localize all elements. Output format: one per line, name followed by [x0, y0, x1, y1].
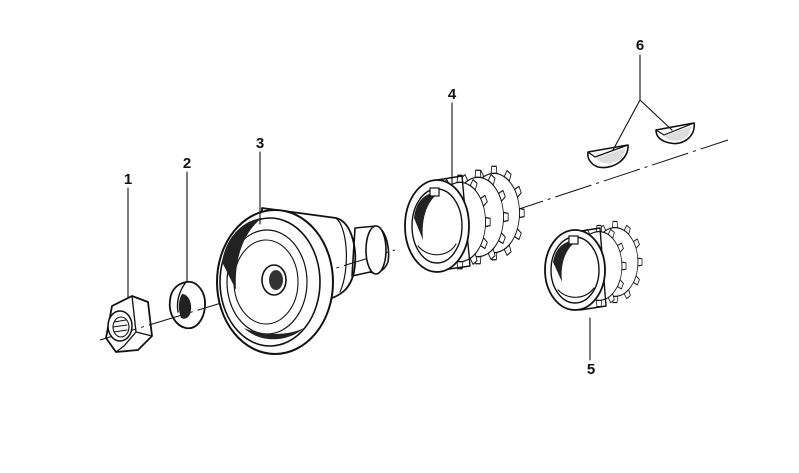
- callout-1: 1: [124, 171, 132, 188]
- callout-4: 4: [448, 86, 457, 103]
- callout-2: 2: [183, 155, 191, 172]
- leader-lines: [127, 54, 673, 361]
- double-sprocket-small: [544, 220, 643, 311]
- triple-sprocket: [404, 165, 525, 273]
- crankshaft-hub-damper: [216, 207, 390, 355]
- woodruff-key-left: [587, 144, 629, 169]
- hex-nut: [105, 295, 153, 353]
- woodruff-key-right: [655, 122, 695, 145]
- callout-3: 3: [256, 135, 264, 152]
- callout-6: 6: [636, 37, 644, 54]
- lock-washer: [168, 280, 206, 330]
- callout-5: 5: [587, 361, 595, 378]
